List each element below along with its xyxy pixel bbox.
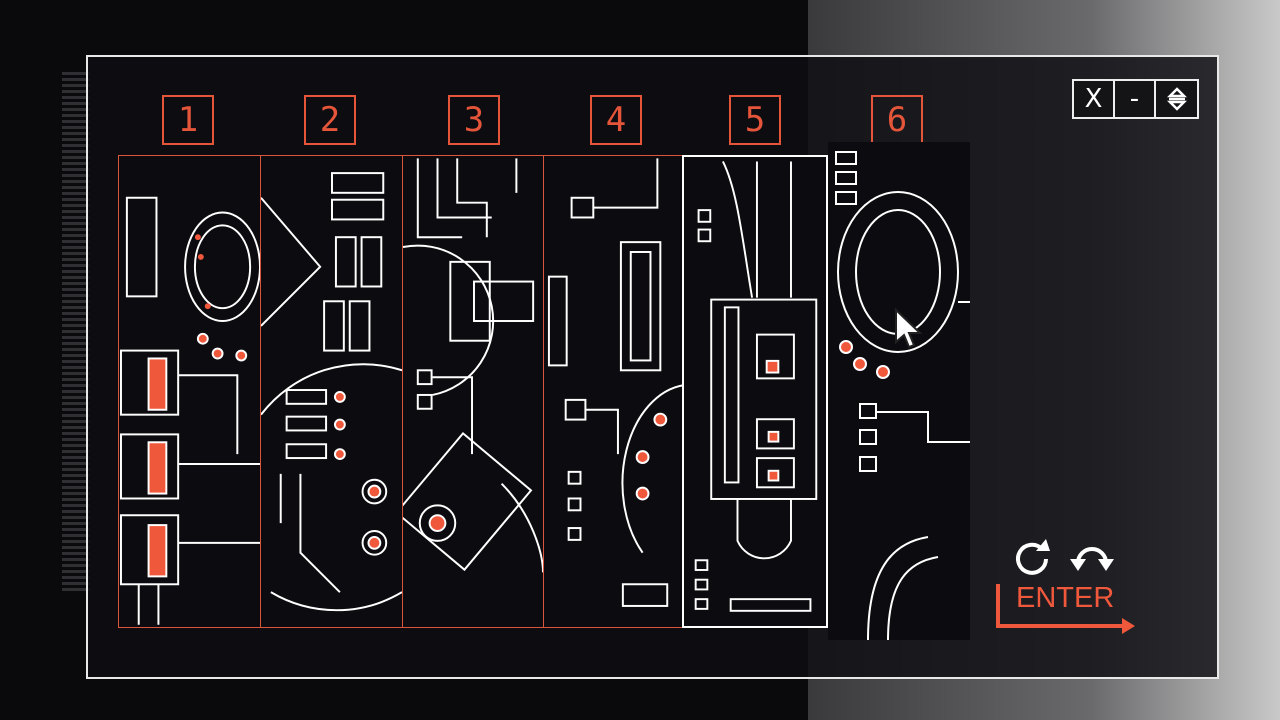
circuit-art: [119, 196, 260, 625]
circuit-art: [835, 151, 970, 640]
rotate-clockwise-icon: [1016, 539, 1050, 575]
panel-number-6[interactable]: 6: [871, 95, 923, 145]
circuit-panel-5-selected[interactable]: [682, 155, 828, 628]
flip-button[interactable]: [1068, 537, 1114, 577]
arrow-right-icon: [1122, 618, 1135, 634]
barcode-decoration: [62, 72, 90, 592]
circuit-art: [403, 158, 543, 573]
circuit-panel-1[interactable]: [118, 155, 261, 628]
panel-number-5[interactable]: 5: [729, 95, 781, 145]
enter-label: ENTER: [1016, 582, 1115, 614]
panel-number-4[interactable]: 4: [590, 95, 642, 145]
enter-underline: [996, 624, 1124, 628]
flip-icon: [1070, 547, 1114, 571]
up-down-arrows-icon: [1166, 87, 1187, 111]
window-controls: X -: [1072, 79, 1199, 119]
toggle-button[interactable]: [1156, 81, 1197, 117]
panel-number-1[interactable]: 1: [162, 95, 214, 145]
circuit-art: [261, 172, 402, 612]
minimize-button[interactable]: -: [1115, 81, 1156, 117]
enter-button[interactable]: ENTER: [996, 582, 1138, 634]
circuit-art: [694, 161, 818, 612]
circuit-panel-2[interactable]: [260, 155, 403, 628]
rotate-button[interactable]: [1012, 537, 1056, 577]
circuit-art: [547, 158, 684, 607]
circuit-panel-3[interactable]: [402, 155, 544, 628]
circuit-panel-4[interactable]: [543, 155, 685, 628]
mouse-cursor-icon: [895, 308, 923, 349]
panel-number-3[interactable]: 3: [448, 95, 500, 145]
circuit-panel-6[interactable]: [828, 142, 970, 640]
panel-number-2[interactable]: 2: [304, 95, 356, 145]
enter-bracket: [996, 584, 1000, 628]
close-button[interactable]: X: [1074, 81, 1115, 117]
